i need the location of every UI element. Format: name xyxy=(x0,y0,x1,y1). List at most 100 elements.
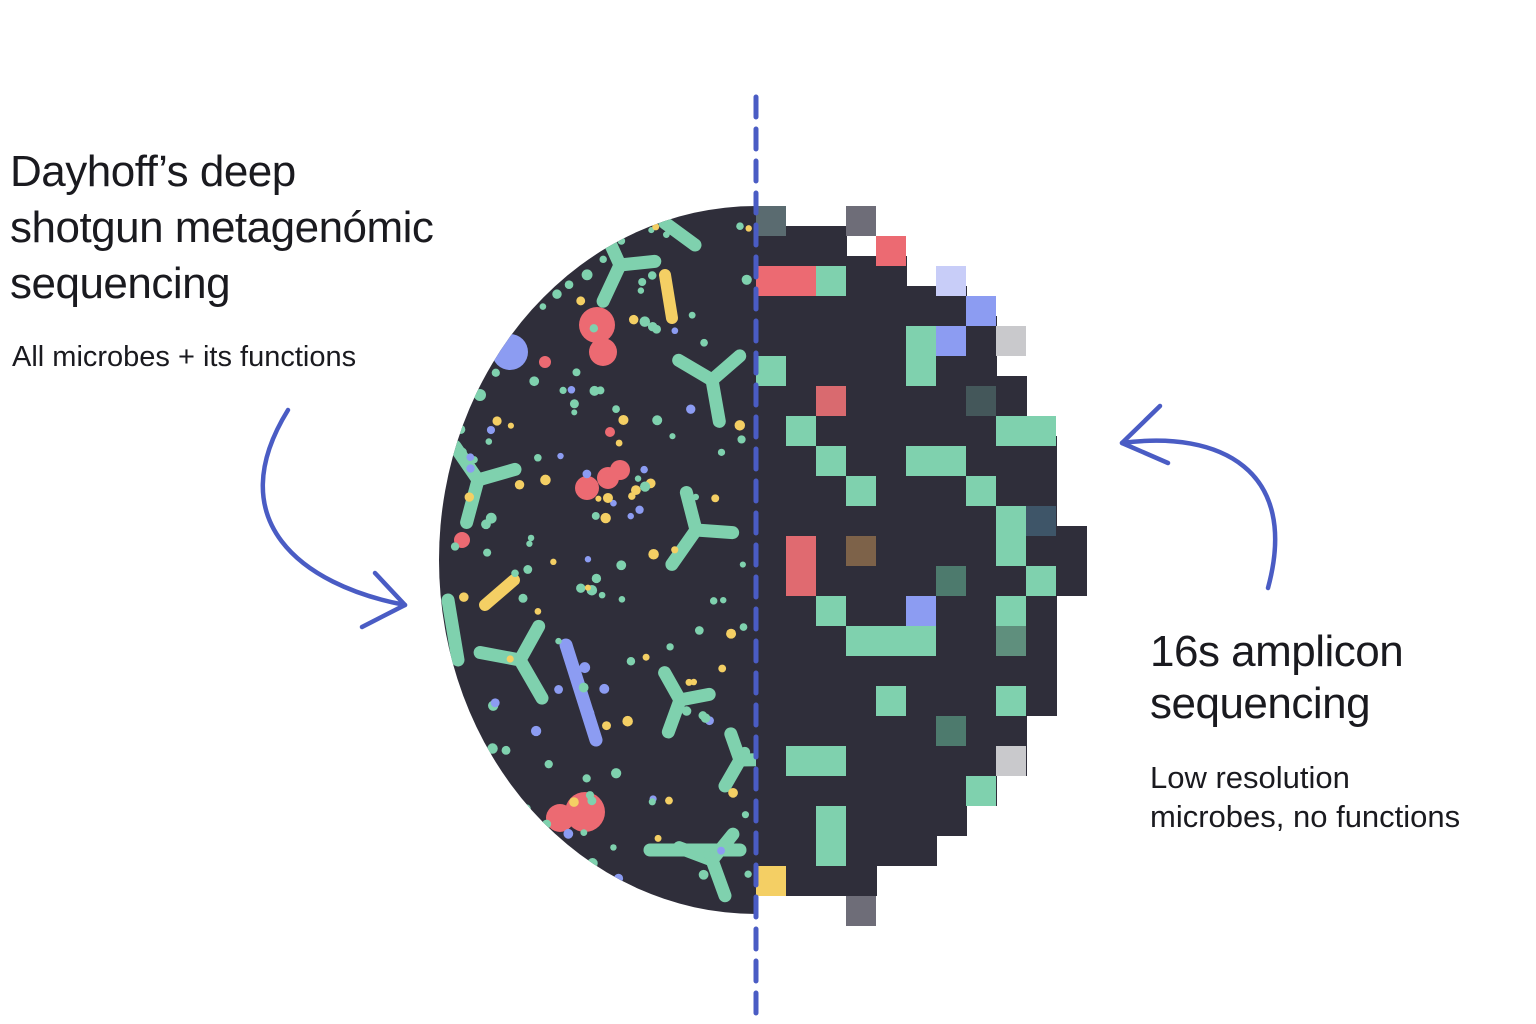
microbe-dot xyxy=(539,303,547,310)
microbe-dot xyxy=(472,328,480,335)
rod-bacterium xyxy=(479,574,520,611)
pixel-block xyxy=(756,266,786,296)
pixel-block xyxy=(876,626,906,656)
microbe-dot xyxy=(554,685,563,694)
pixel-block xyxy=(816,596,846,626)
microbe-dot xyxy=(579,307,615,343)
pixel-column xyxy=(756,226,787,896)
rod-bacterium xyxy=(559,638,603,747)
pixel-block xyxy=(786,566,816,596)
microbe-dot xyxy=(726,628,737,639)
pixel-block xyxy=(936,446,966,476)
antibody-arm xyxy=(689,523,740,540)
pixel-block xyxy=(906,326,936,356)
microbe-dot xyxy=(622,715,633,727)
microbe-dot xyxy=(501,745,511,755)
microbe-dot xyxy=(739,623,748,631)
pixel-block xyxy=(996,746,1026,776)
microbe-dot xyxy=(728,787,738,798)
microbe-dot xyxy=(605,427,615,437)
pixel-block xyxy=(816,386,846,416)
microbe-dot xyxy=(581,269,593,281)
microbe-dot xyxy=(642,653,650,661)
microbe-dot xyxy=(611,768,622,779)
microbe-dot xyxy=(654,834,662,842)
microbe-dot xyxy=(466,453,475,462)
microbe-dot xyxy=(481,519,491,530)
microbe-dot xyxy=(599,683,610,694)
microbe-dot xyxy=(492,416,502,426)
microbe-dot xyxy=(522,804,531,813)
microbe-dot xyxy=(526,540,533,547)
microbe-dot xyxy=(582,469,592,479)
microbe-dot xyxy=(478,360,489,371)
microbe-dot xyxy=(578,682,589,693)
pixel-block xyxy=(876,236,906,266)
pixel-block xyxy=(936,326,966,356)
microbe-dot xyxy=(709,597,718,605)
shotgun-title: Dayhoff’s deep shotgun metagenómic seque… xyxy=(10,147,434,308)
microbe-dot xyxy=(487,743,498,754)
microbe-dot xyxy=(665,796,673,805)
microbe-dot xyxy=(569,399,579,409)
microbe-dot xyxy=(486,425,496,435)
microbe-dot xyxy=(586,708,595,717)
microbe-dot xyxy=(576,296,586,306)
microbe-dot xyxy=(589,385,600,396)
microbe-dot xyxy=(610,460,630,480)
microbe-dot xyxy=(459,592,469,602)
pixel-block xyxy=(996,626,1026,656)
microbe-dot xyxy=(451,866,461,876)
microbe-dot xyxy=(634,475,642,482)
microbe-dot xyxy=(618,414,629,425)
pixel-block xyxy=(966,296,996,326)
pixel-block xyxy=(846,536,876,566)
pixel-column xyxy=(816,226,847,896)
pixel-block xyxy=(906,596,936,626)
pixel-block xyxy=(816,836,846,866)
pixel-block xyxy=(846,896,876,926)
microbe-dot xyxy=(744,870,752,878)
microbe-dot xyxy=(564,280,574,289)
pixel-block xyxy=(996,596,1026,626)
microbe-dot xyxy=(466,464,475,473)
microbe-dot xyxy=(686,404,696,414)
microbe-dot xyxy=(690,678,698,686)
antibody-stem xyxy=(513,653,549,705)
microbe-dot xyxy=(455,383,463,391)
microbe-dot xyxy=(671,546,679,554)
microbe-dot xyxy=(495,331,504,340)
microbe-dot xyxy=(616,560,627,571)
microbe-dot xyxy=(490,698,500,708)
microbe-dot xyxy=(591,573,602,584)
microbe-dot xyxy=(589,324,599,333)
microbe-dot xyxy=(579,662,591,673)
microbe-dot xyxy=(563,828,574,839)
microbe-dot xyxy=(647,322,658,332)
microbe-dot xyxy=(647,271,657,280)
microbe-dot xyxy=(692,493,700,501)
pixel-block xyxy=(846,626,876,656)
microbe-dot xyxy=(457,322,468,332)
amplicon-title: 16s amplicon sequencing xyxy=(1150,627,1404,728)
microbe-dot xyxy=(648,548,659,560)
microbe-dot xyxy=(640,465,648,474)
antibody-arm xyxy=(613,254,662,272)
pixel-block xyxy=(996,326,1026,356)
pixel-block xyxy=(786,536,816,566)
antibody-stem xyxy=(460,473,485,530)
microbe-dot xyxy=(717,448,726,456)
microbe-dot xyxy=(612,405,620,414)
microbe-dot xyxy=(559,386,567,395)
microbe-dot xyxy=(552,289,562,299)
pixel-column xyxy=(846,256,877,896)
rod-bacterium xyxy=(659,269,678,324)
microbe-dot xyxy=(639,481,651,492)
antibody-arm xyxy=(471,462,522,487)
microbe-dot xyxy=(533,834,543,844)
antibody-shape xyxy=(658,666,716,739)
microbe-dot xyxy=(626,656,636,666)
microbe-dot xyxy=(491,368,500,377)
microbe-dot xyxy=(638,277,647,287)
